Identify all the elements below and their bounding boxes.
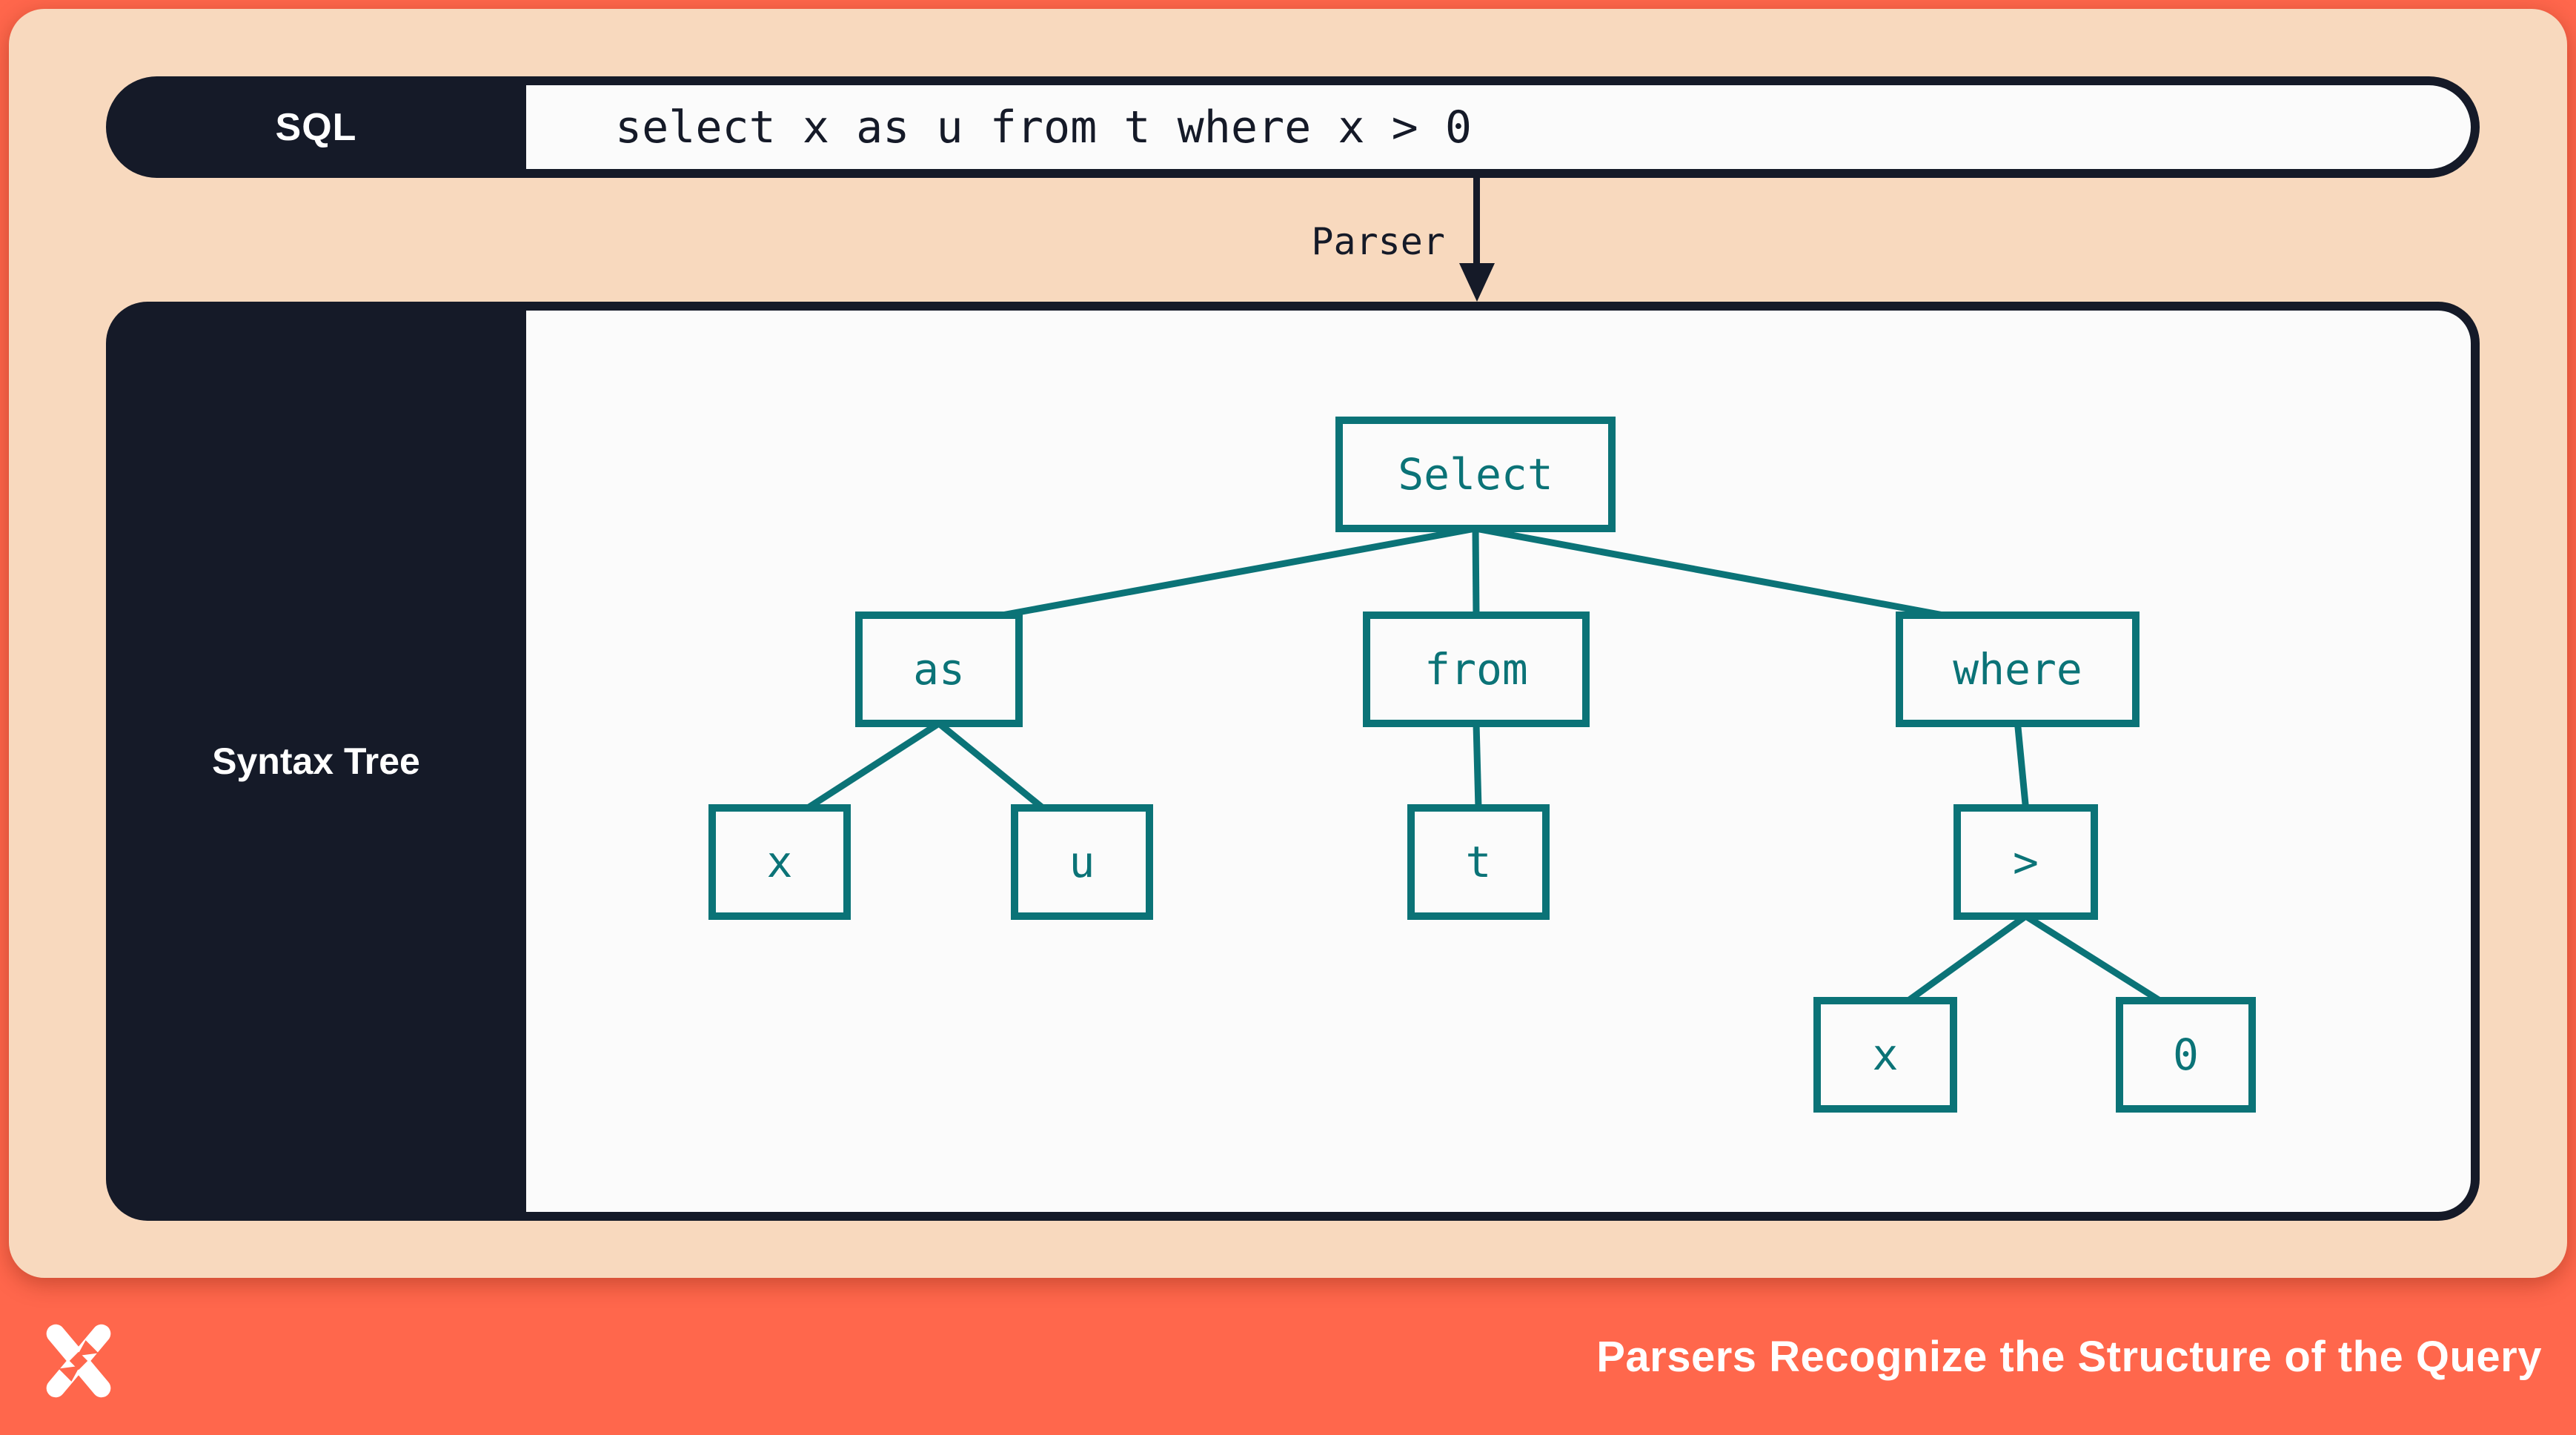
footer-bar: Parsers Recognize the Structure of the Q… (0, 1278, 2576, 1435)
tree-edge-gt-x2 (1906, 913, 2028, 1004)
sql-bar-label: SQL (275, 105, 357, 149)
parser-label: Parser (1311, 220, 1445, 263)
footer-title: Parsers Recognize the Structure of the Q… (1596, 1332, 2542, 1381)
tree-edge-select-as (1001, 525, 1476, 619)
tree-node-x2: x (1813, 997, 1957, 1113)
tree-node-select: Select (1335, 417, 1616, 532)
tree-node-x1: x (708, 804, 851, 920)
x-star-logo-icon (46, 1324, 111, 1398)
tree-node-where: where (1896, 612, 2140, 727)
tree-edge-select-from (1472, 528, 1480, 616)
tree-node-t: t (1407, 804, 1550, 920)
syntax-tree-panel: Syntax Tree Select as from where x u t > x 0 (106, 302, 2480, 1221)
sql-query-text: select x as u from t where x > 0 (615, 101, 1472, 153)
tree-node-as: as (855, 612, 1023, 727)
syntax-tree-label: Syntax Tree (212, 740, 420, 782)
tree-edge-where-gt (2014, 723, 2029, 809)
tree-node-from: from (1363, 612, 1590, 727)
tree-edge-as-u (937, 720, 1045, 811)
parser-arrow-head-icon (1459, 263, 1495, 302)
syntax-tree-canvas: Select as from where x u t > x 0 (526, 311, 2471, 1212)
tree-edge-from-t (1473, 723, 1482, 809)
tree-edge-as-x1 (806, 720, 941, 811)
sql-query-field: select x as u from t where x > 0 (526, 85, 2471, 169)
sql-bar: SQL select x as u from t where x > 0 (106, 76, 2480, 178)
parser-arrow-line (1473, 178, 1480, 268)
tree-node-u: u (1011, 804, 1153, 920)
tree-edge-gt-zero (2024, 913, 2162, 1004)
tree-edge-select-where (1475, 525, 1945, 619)
tree-node-gt: > (1953, 804, 2098, 920)
tree-node-zero: 0 (2116, 997, 2256, 1113)
